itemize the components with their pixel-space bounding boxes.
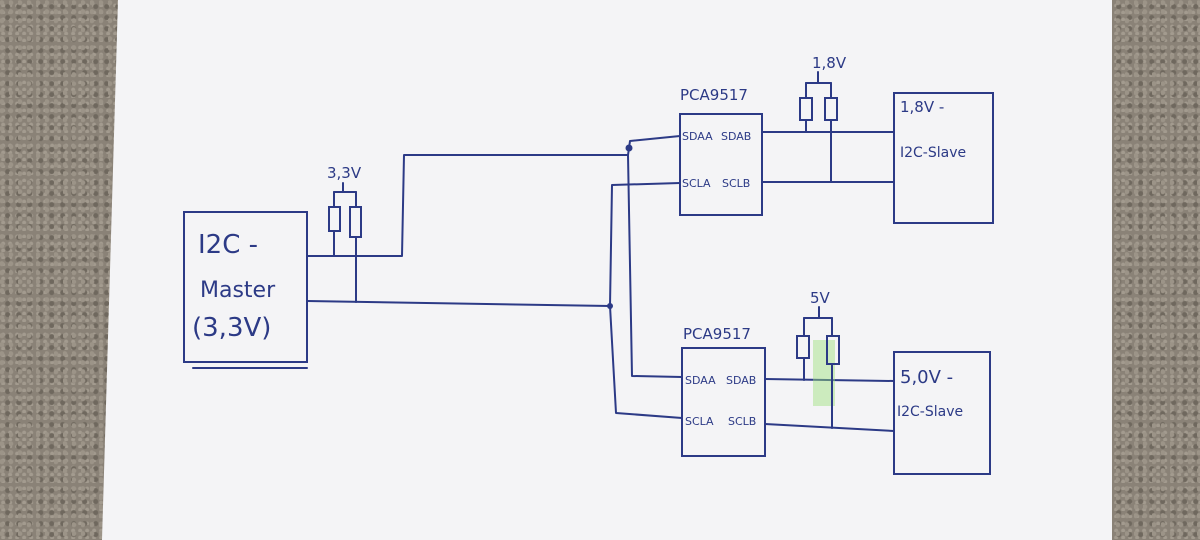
pca9517-bottom-scla: SCLA — [685, 415, 714, 428]
pca9517-bottom-sclb: SCLB — [728, 415, 756, 428]
bottom-pullup: 5V — [796, 289, 840, 429]
bottom-sda-out-wire — [764, 378, 895, 382]
paper-sheet — [102, 0, 1112, 540]
pca9517-top-scla: SCLA — [682, 177, 711, 190]
slave-bottom-line2: I2C-Slave — [897, 404, 963, 420]
scl-bus-wire — [306, 300, 611, 307]
pca9517-bottom-sdaa: SDAA — [685, 374, 716, 387]
pca9517-top-title: PCA9517 — [680, 86, 748, 104]
pca9517-bottom-sdab: SDAB — [726, 374, 756, 387]
top-pullup-label: 1,8V — [812, 54, 847, 72]
bottom-pullup-label: 5V — [810, 289, 831, 307]
pca9517-bottom: PCA9517 SDAA SDAB SCLA SCLB — [681, 325, 766, 457]
sda-to-bottom-mux — [627, 154, 683, 378]
slave-top-line1: 1,8V - — [900, 98, 944, 116]
highlight-mark — [813, 340, 835, 406]
slave-top: 1,8V - I2C-Slave — [893, 92, 994, 224]
master-label-line3: (3,3V) — [192, 313, 271, 343]
pca9517-top-sclb: SCLB — [722, 177, 750, 190]
scl-to-bottom-mux — [609, 305, 683, 419]
slave-bottom-box — [893, 351, 991, 475]
sda-bus-wire — [306, 154, 629, 257]
bottom-scl-out-wire — [764, 423, 895, 432]
pca9517-top: PCA9517 SDAA SDAB SCLA SCLB — [679, 86, 763, 216]
master-label-line2: Master — [200, 278, 276, 303]
top-pullup: 1,8V — [799, 54, 847, 183]
slave-bottom-line1: 5,0V - — [900, 367, 953, 388]
pca9517-top-sdab: SDAB — [721, 130, 751, 143]
slave-top-box — [893, 92, 994, 224]
pca9517-bottom-title: PCA9517 — [683, 325, 751, 343]
master-pullup-label: 3,3V — [327, 164, 362, 182]
master-label-line1: I2C - — [198, 230, 258, 260]
slave-top-line2: I2C-Slave — [900, 145, 966, 161]
master-pullup: 3,3V — [327, 164, 362, 303]
pca9517-top-sdaa: SDAA — [682, 130, 713, 143]
master-box — [183, 211, 308, 363]
pca9517-top-box — [679, 113, 763, 216]
pca9517-bottom-box — [681, 347, 766, 457]
scl-to-top-mux — [609, 182, 681, 307]
slave-bottom: 5,0V - I2C-Slave — [893, 351, 991, 475]
master-block: I2C - Master (3,3V) — [183, 211, 308, 369]
sda-to-top-mux — [627, 135, 681, 156]
